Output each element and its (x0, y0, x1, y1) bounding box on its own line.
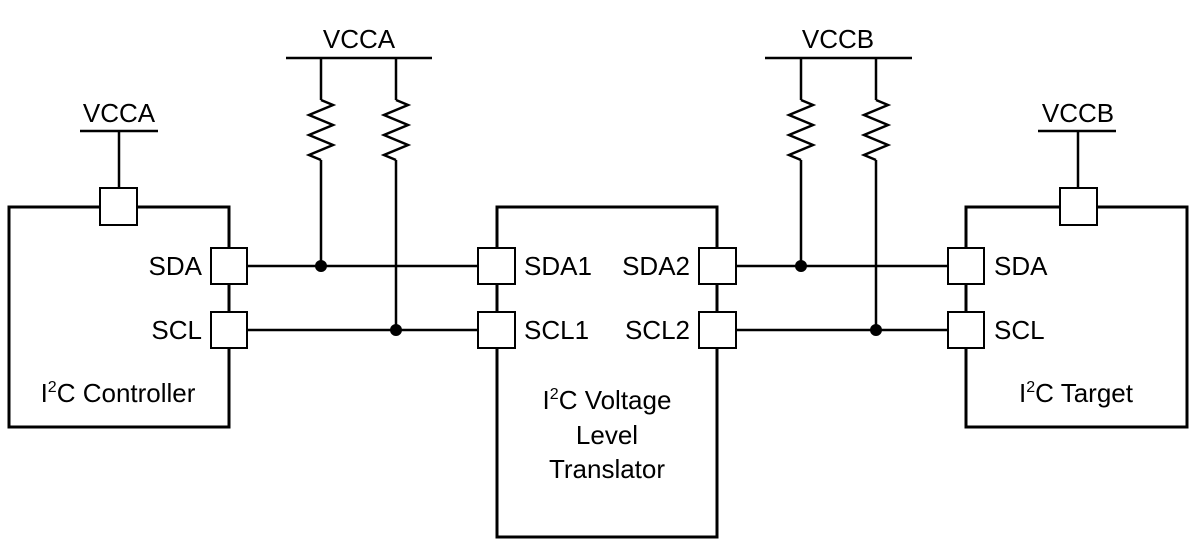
pin-square-icon (1059, 187, 1098, 226)
junction-dot-icon (870, 324, 882, 336)
pull-up-resistor-icon (785, 58, 817, 266)
pull-up-resistor-icon (380, 58, 412, 330)
junction-dot-icon (795, 260, 807, 272)
translator-sda2-label: SDA2 (622, 251, 690, 281)
pin-square-icon (99, 187, 138, 226)
vccb-top-label: VCCB (802, 24, 874, 54)
pin-square-icon (477, 247, 516, 285)
controller-sda-label: SDA (149, 251, 203, 281)
controller-name: I2C Controller (41, 378, 196, 408)
translator-name-line3: Translator (549, 454, 665, 484)
pin-square-icon (698, 247, 737, 285)
target-sda-label: SDA (994, 251, 1048, 281)
translator-scl2-label: SCL2 (625, 315, 690, 345)
pin-square-icon (947, 311, 985, 349)
pin-square-icon (947, 247, 985, 285)
pin-square-icon (210, 247, 248, 285)
junction-dot-icon (315, 260, 327, 272)
pull-up-resistor-icon (860, 58, 892, 330)
target-name: I2C Target (1019, 378, 1134, 408)
target-scl-label: SCL (994, 315, 1045, 345)
pin-square-icon (210, 311, 248, 349)
pin-square-icon (477, 311, 516, 349)
vcca-top-label: VCCA (323, 24, 396, 54)
target-vccb-label: VCCB (1042, 98, 1114, 128)
junction-dot-icon (390, 324, 402, 336)
controller-scl-label: SCL (151, 315, 202, 345)
pull-up-resistor-icon (305, 58, 337, 266)
translator-scl1-label: SCL1 (524, 315, 589, 345)
translator-name: I2C Voltage (543, 385, 672, 415)
translator-block (495, 205, 719, 539)
translator-sda1-label: SDA1 (524, 251, 592, 281)
pin-square-icon (698, 311, 737, 349)
controller-vcca-label: VCCA (83, 98, 156, 128)
translator-name-line2: Level (576, 420, 638, 450)
